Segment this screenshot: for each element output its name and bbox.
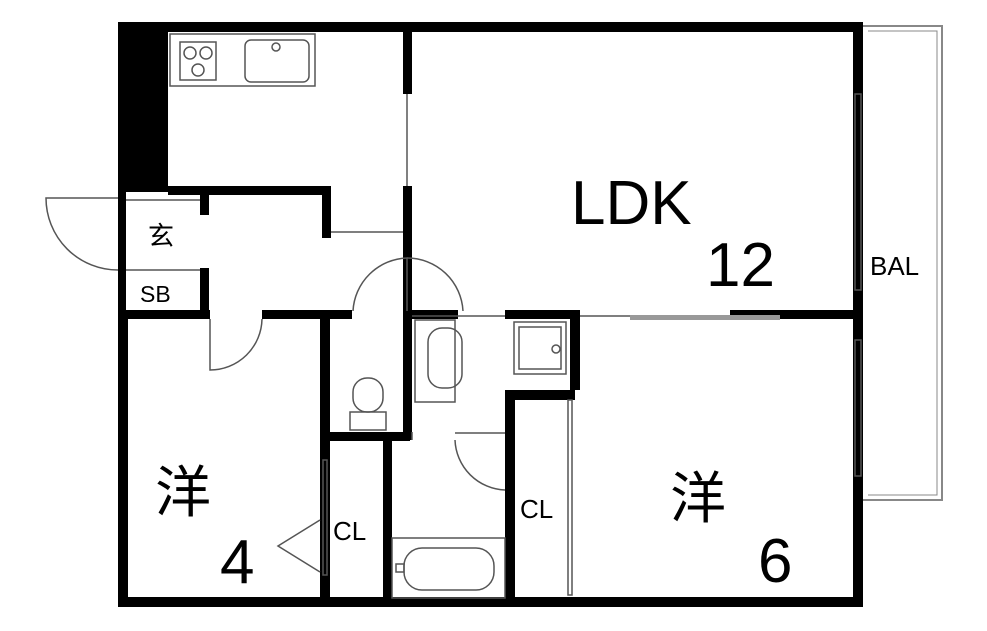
kitchen-counter: [169, 33, 316, 87]
closet-left-label: CL: [333, 516, 366, 546]
ldk-label: LDK: [571, 169, 692, 238]
ldk-size-label: 12: [706, 231, 775, 300]
toilet: [349, 377, 387, 431]
washbasin: [414, 319, 463, 403]
western-room-left-label: 洋: [155, 461, 211, 524]
entrance-door: [45, 197, 119, 271]
shoebox-label: SB: [140, 281, 171, 307]
door-swings: [209, 257, 506, 573]
western-room-right-size-label: 6: [758, 527, 792, 596]
balcony: [863, 25, 943, 501]
washing-machine-pan: [513, 321, 567, 375]
western-room-left-size-label: 4: [220, 528, 254, 597]
interior-walls: [118, 30, 863, 607]
balcony-label: BAL: [870, 251, 919, 281]
closet-right-label: CL: [520, 494, 553, 524]
windows: [322, 93, 862, 596]
sliding-door-hatch: [630, 315, 780, 320]
western-room-right-label: 洋: [670, 467, 726, 530]
entrance-label: 玄: [148, 221, 174, 251]
bathtub: [395, 547, 495, 591]
